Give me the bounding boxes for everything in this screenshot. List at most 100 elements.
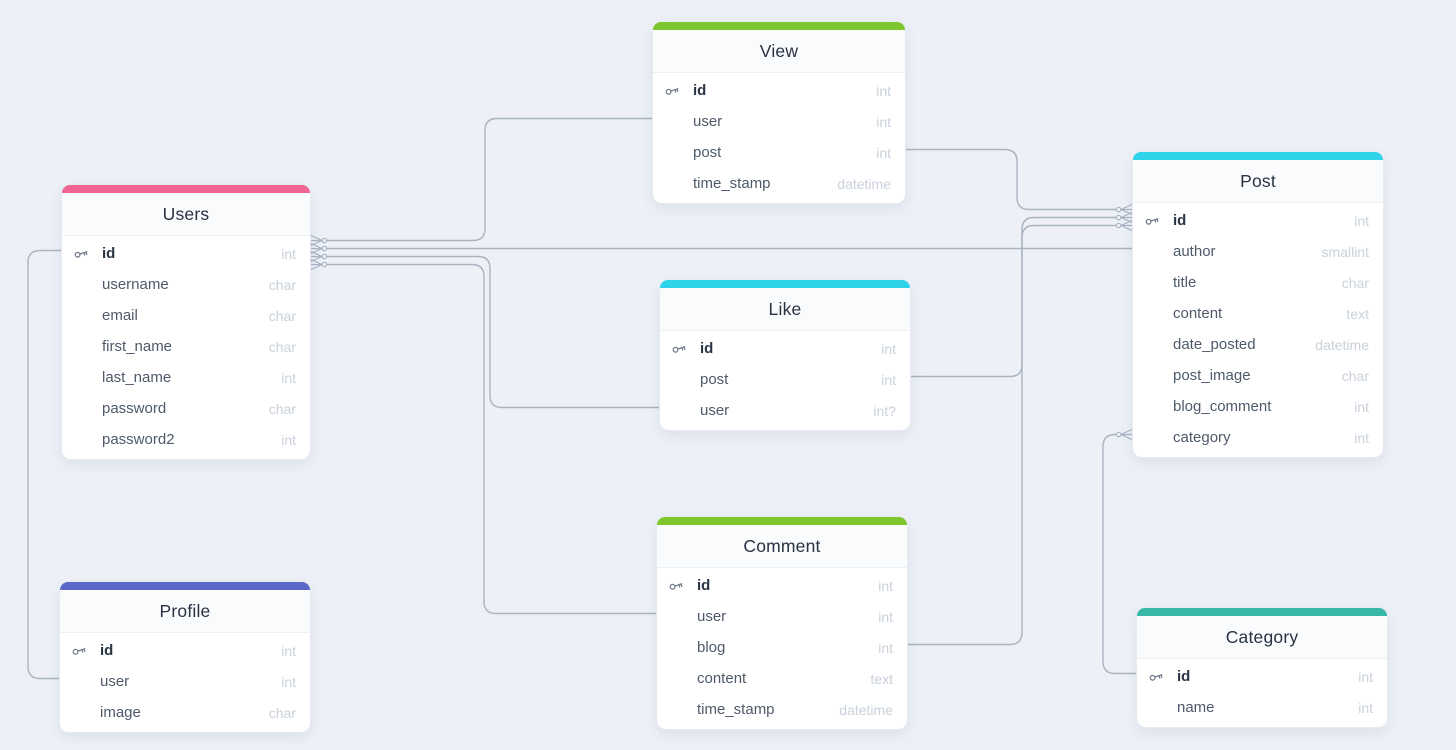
field-type: char	[268, 338, 296, 355]
field-name: id	[697, 577, 711, 594]
field-name: user	[100, 673, 130, 690]
table-title: Comment	[657, 525, 907, 568]
relationship-View.post-Post.id	[905, 148, 1121, 211]
field-type: int	[881, 340, 896, 357]
cardinality-circle	[321, 261, 328, 268]
field-row-last_name[interactable]: last_name int	[62, 362, 310, 393]
relationship-Post.category-Category.id	[1102, 433, 1137, 675]
field-name: password2	[102, 431, 175, 448]
field-name: blog	[697, 639, 726, 656]
field-type: int	[878, 608, 893, 625]
cardinality-circle	[1115, 206, 1122, 213]
crows-foot-marker	[309, 258, 323, 271]
field-type: datetime	[839, 701, 893, 718]
field-row-post[interactable]: post int	[653, 137, 905, 168]
relationship-Comment.user-Users.id	[322, 263, 657, 615]
field-name: image	[100, 704, 141, 721]
cardinality-circle	[1115, 214, 1122, 221]
field-name: time_stamp	[697, 701, 775, 718]
table-accent-bar	[660, 280, 910, 288]
crows-foot-marker	[309, 242, 323, 255]
relationship-Comment.blog-Post.id	[907, 224, 1121, 646]
field-name: time_stamp	[693, 175, 771, 192]
field-name: username	[102, 276, 169, 293]
field-name: title	[1173, 274, 1197, 291]
table-accent-bar	[1133, 152, 1383, 160]
field-row-title[interactable]: title char	[1133, 267, 1383, 298]
field-type: int	[281, 642, 296, 659]
field-type: char	[268, 400, 296, 417]
crows-foot-marker	[309, 234, 323, 247]
table-title: Users	[62, 193, 310, 236]
table-accent-bar	[657, 517, 907, 525]
field-type: int	[281, 245, 296, 262]
field-type: int	[876, 113, 891, 130]
field-row-password2[interactable]: password2 int	[62, 424, 310, 455]
field-row-user[interactable]: user int	[653, 106, 905, 137]
field-type: int	[281, 431, 296, 448]
field-row-time_stamp[interactable]: time_stamp datetime	[657, 694, 907, 725]
field-row-time_stamp[interactable]: time_stamp datetime	[653, 168, 905, 199]
field-name: last_name	[102, 369, 172, 386]
field-name: blog_comment	[1173, 398, 1272, 415]
field-name: user	[700, 402, 730, 419]
crows-foot-marker	[1120, 428, 1134, 441]
field-type: int	[876, 144, 891, 161]
field-row-id[interactable]: id int	[660, 333, 910, 364]
field-type: int	[1354, 212, 1369, 229]
field-row-blog[interactable]: blog int	[657, 632, 907, 663]
field-name: id	[1177, 668, 1191, 685]
field-type: int	[878, 639, 893, 656]
field-type: int	[1354, 429, 1369, 446]
field-name: content	[697, 670, 747, 687]
field-type: datetime	[837, 175, 891, 192]
field-name: post	[700, 371, 729, 388]
field-type: char	[268, 307, 296, 324]
field-type: char	[1341, 274, 1369, 291]
field-type: datetime	[1315, 336, 1369, 353]
field-type: int	[281, 369, 296, 386]
relationship-Like.post-Post.id	[910, 216, 1121, 378]
table-title: View	[653, 30, 905, 73]
field-name: id	[700, 340, 714, 357]
field-name: author	[1173, 243, 1216, 260]
field-name: post	[693, 144, 722, 161]
field-name: user	[693, 113, 723, 130]
